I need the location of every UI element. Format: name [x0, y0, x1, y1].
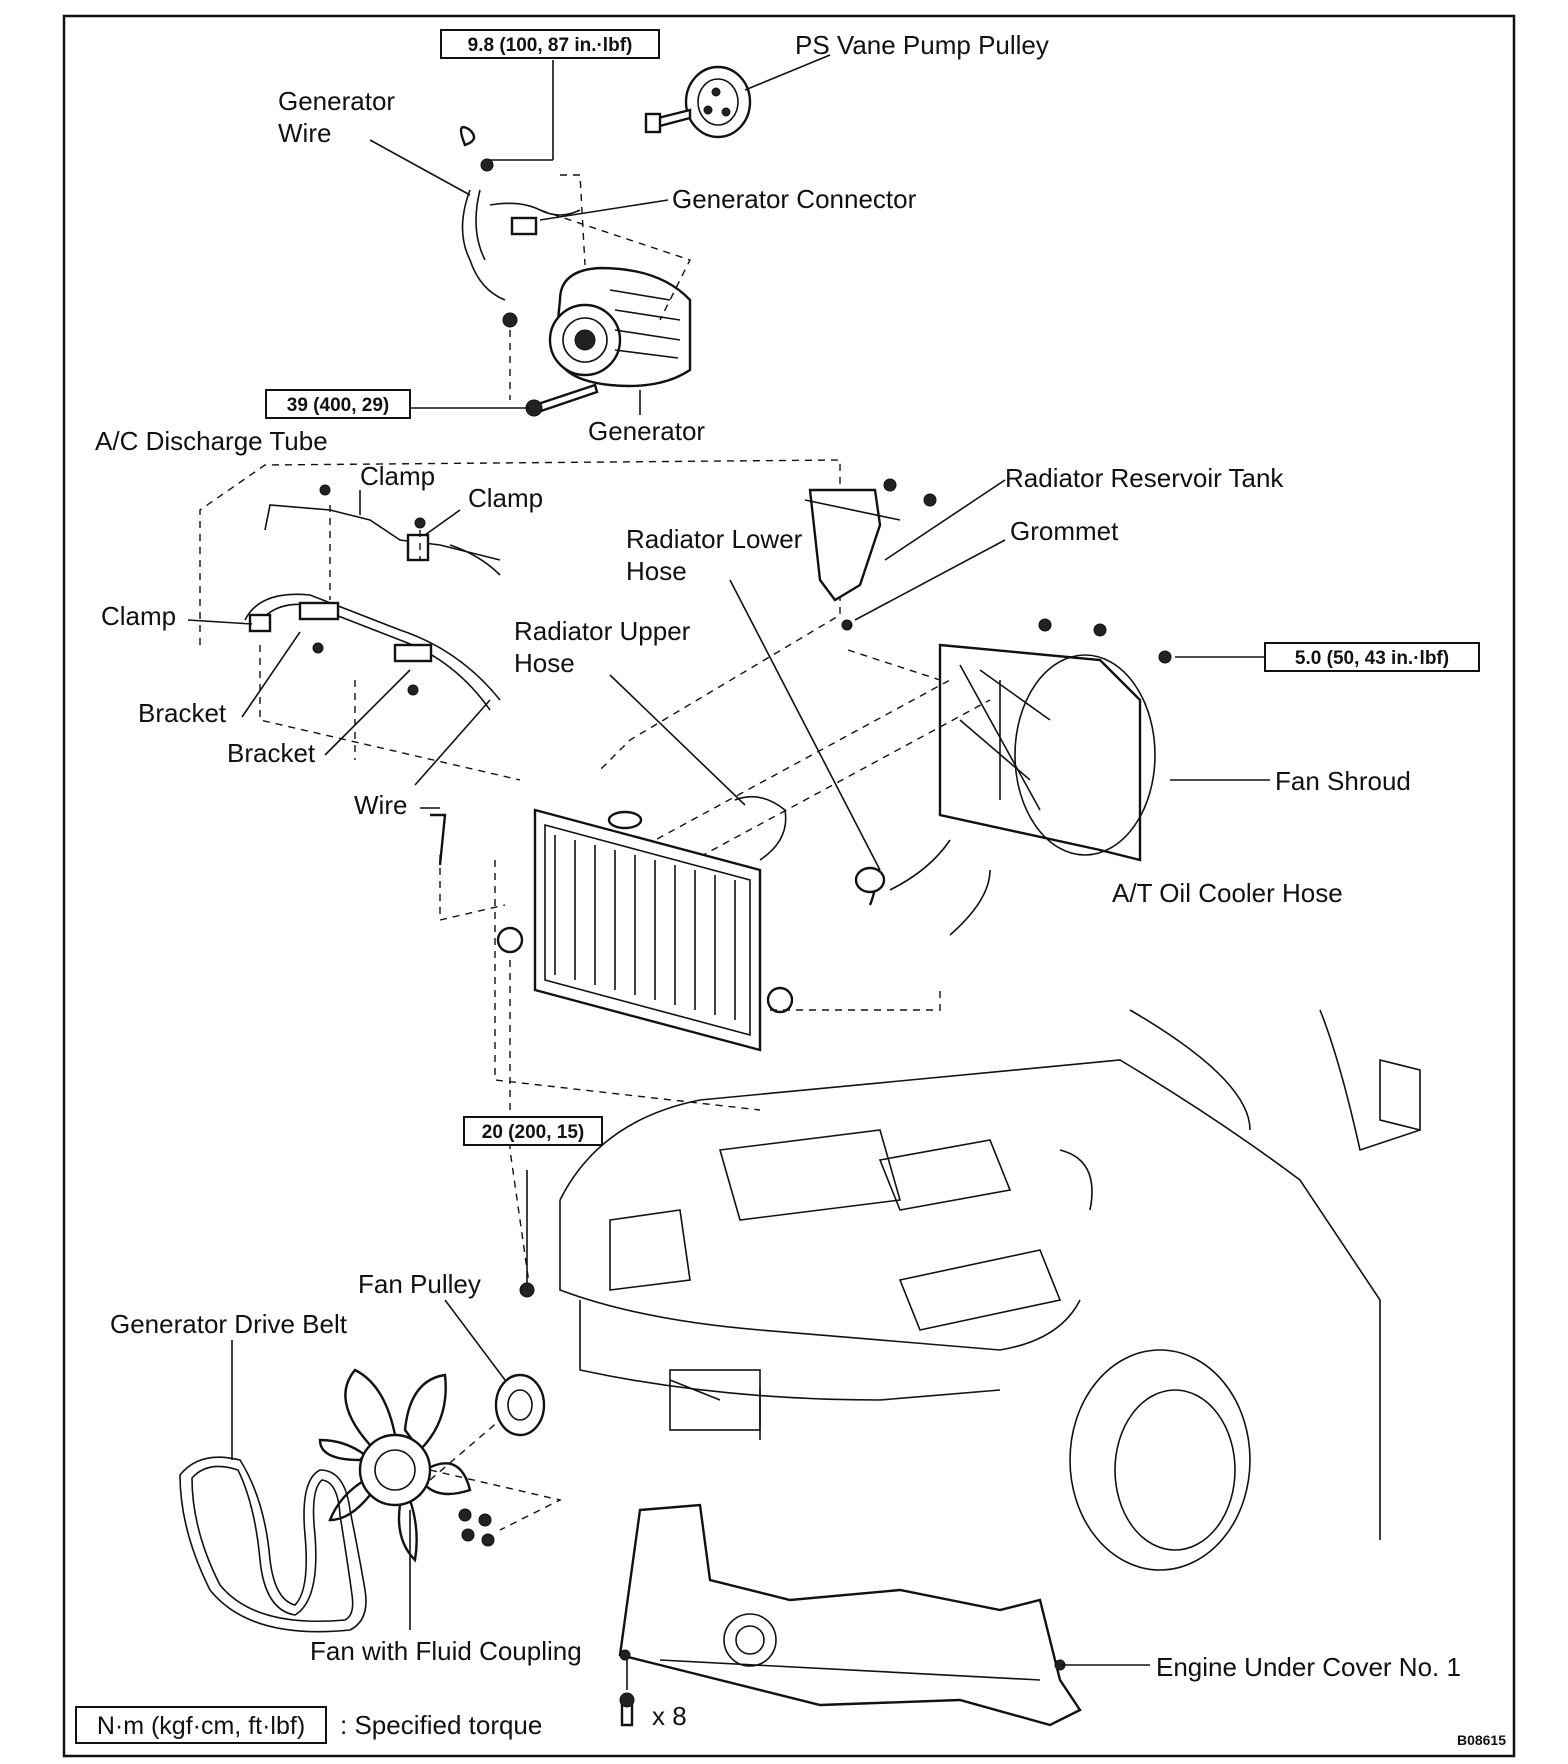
label-radiator-upper-hose-line2: Hose: [514, 648, 575, 678]
vehicle-drawing: [559, 1009, 1421, 1571]
torque-box-generator-wire-nut: 9.8 (100, 87 in.·lbf): [440, 29, 660, 59]
torque-value: 39 (400, 29): [287, 395, 389, 416]
label-generator: Generator: [588, 416, 705, 446]
fan-with-fluid-coupling-drawing: [318, 1368, 495, 1563]
torque-box-fan-nut: 20 (200, 15): [463, 1116, 603, 1146]
radiator-reservoir-tank-drawing: [804, 478, 937, 631]
torque-value: 20 (200, 15): [482, 1122, 584, 1143]
generator-drawing: [502, 266, 692, 417]
label-bracket-left: Bracket: [138, 698, 227, 728]
label-clamp-upper-left: Clamp: [360, 461, 435, 491]
fan-shroud-drawing: [938, 618, 1172, 862]
legend-unit-box: N·m (kgf·cm, ft·lbf): [97, 1712, 305, 1740]
label-engine-under-cover: Engine Under Cover No. 1: [1156, 1652, 1461, 1682]
label-grommet: Grommet: [1010, 516, 1119, 546]
label-bracket-right: Bracket: [227, 738, 316, 768]
radiator-drawing: [430, 795, 991, 1052]
figure-code: B08615: [1457, 1732, 1506, 1748]
torque-value: 5.0 (50, 43 in.·lbf): [1295, 648, 1449, 669]
engine-under-cover-drawing: [618, 1503, 1082, 1727]
legend-description: : Specified torque: [340, 1710, 542, 1740]
label-generator-connector: Generator Connector: [672, 184, 917, 214]
generator-drive-belt-drawing: [179, 1456, 367, 1633]
label-fan-shroud: Fan Shroud: [1275, 766, 1411, 796]
ac-discharge-tube-drawing: [244, 484, 501, 711]
label-at-oil-cooler-hose: A/T Oil Cooler Hose: [1112, 878, 1343, 908]
label-radiator-reservoir-tank: Radiator Reservoir Tank: [1005, 463, 1284, 493]
label-bolt-count: x 8: [652, 1701, 687, 1731]
label-wire: Wire: [354, 790, 407, 820]
label-radiator-lower-hose-line1: Radiator Lower: [626, 524, 803, 554]
label-fan-with-fluid-coupling: Fan with Fluid Coupling: [310, 1636, 582, 1666]
label-generator-wire-line1: Generator: [278, 86, 395, 116]
torque-box-fan-shroud-bolt: 5.0 (50, 43 in.·lbf): [1264, 642, 1480, 672]
label-radiator-lower-hose-line2: Hose: [626, 556, 687, 586]
label-generator-drive-belt: Generator Drive Belt: [110, 1309, 348, 1339]
torque-legend: N·m (kgf·cm, ft·lbf) : Specified torque: [75, 1706, 542, 1744]
label-fan-pulley: Fan Pulley: [358, 1269, 481, 1299]
label-clamp-upper-right: Clamp: [468, 483, 543, 513]
torque-value: 9.8 (100, 87 in.·lbf): [468, 35, 633, 56]
diagram-frame: [62, 14, 1516, 1758]
label-ps-vane-pump-pulley: PS Vane Pump Pulley: [795, 30, 1049, 60]
ps-vane-pump-pulley-drawing: [644, 65, 752, 139]
torque-box-generator-bolt: 39 (400, 29): [265, 389, 411, 419]
fan-pulley-drawing: [494, 1282, 546, 1437]
generator-wire-drawing: [459, 125, 581, 301]
label-ac-discharge-tube: A/C Discharge Tube: [95, 426, 328, 456]
label-radiator-upper-hose-line1: Radiator Upper: [514, 616, 691, 646]
label-generator-wire-line2: Wire: [278, 118, 331, 148]
label-clamp-left: Clamp: [101, 601, 176, 631]
